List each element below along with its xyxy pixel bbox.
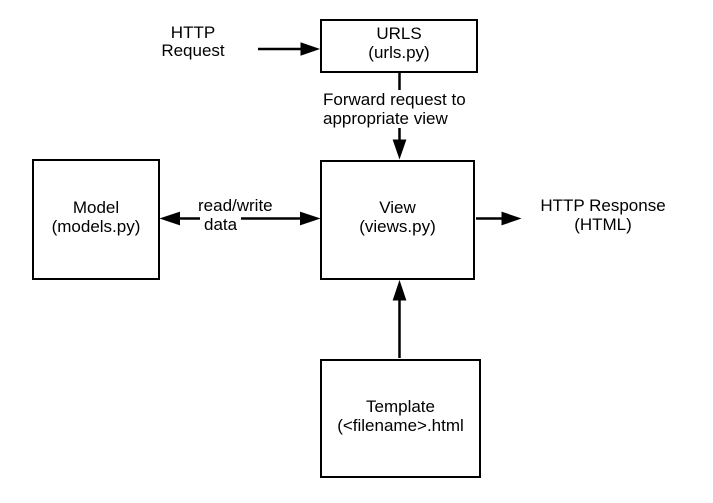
view-subtitle: (views.py): [359, 217, 436, 236]
http-request-line1: HTTP: [170, 23, 216, 42]
view-node: View (views.py): [320, 160, 475, 280]
http-response-line1: HTTP Response: [540, 196, 666, 215]
model-node: Model (models.py): [32, 159, 160, 280]
forward-request-line1: Forward request to: [323, 90, 466, 109]
http-request-to-urls-arrow: [258, 42, 321, 56]
template-node-text: Template (<filename>.html: [337, 397, 464, 435]
view-to-response-arrow: [476, 211, 522, 226]
template-node: Template (<filename>.html: [320, 359, 481, 478]
arrowhead-left-icon: [159, 211, 180, 226]
urls-node-text: URLS (urls.py): [368, 24, 429, 62]
view-title: View: [379, 198, 416, 217]
model-node-text: Model (models.py): [52, 198, 141, 236]
view-node-text: View (views.py): [359, 198, 436, 236]
urls-subtitle: (urls.py): [368, 43, 430, 62]
template-to-view-arrow: [392, 279, 407, 358]
arrowhead-right-icon: [300, 42, 321, 56]
forward-request-line2: appropriate view: [323, 109, 448, 128]
template-subtitle: (<filename>.html: [337, 415, 464, 435]
model-title: Model: [72, 197, 120, 217]
arrowhead-right-icon: [501, 211, 522, 226]
http-request-label: HTTP Request: [143, 24, 243, 60]
arrowhead-down-icon: [392, 139, 407, 160]
http-response-line2: (HTML): [574, 215, 632, 234]
arrowhead-up-icon: [392, 279, 407, 301]
urls-node: URLS (urls.py): [320, 19, 478, 73]
template-title: Template: [366, 396, 435, 416]
forward-request-label: Forward request to appropriate view: [323, 90, 466, 128]
urls-title: URLS: [376, 24, 422, 43]
http-request-line2: Request: [161, 41, 225, 60]
read-write-data-label: read/write data: [198, 196, 273, 234]
model-subtitle: (models.py): [51, 216, 141, 236]
read-write-line2: data: [200, 215, 242, 234]
read-write-line1: read/write: [198, 196, 273, 215]
arrowhead-right-icon: [300, 211, 321, 226]
http-response-label: HTTP Response (HTML): [535, 196, 671, 234]
